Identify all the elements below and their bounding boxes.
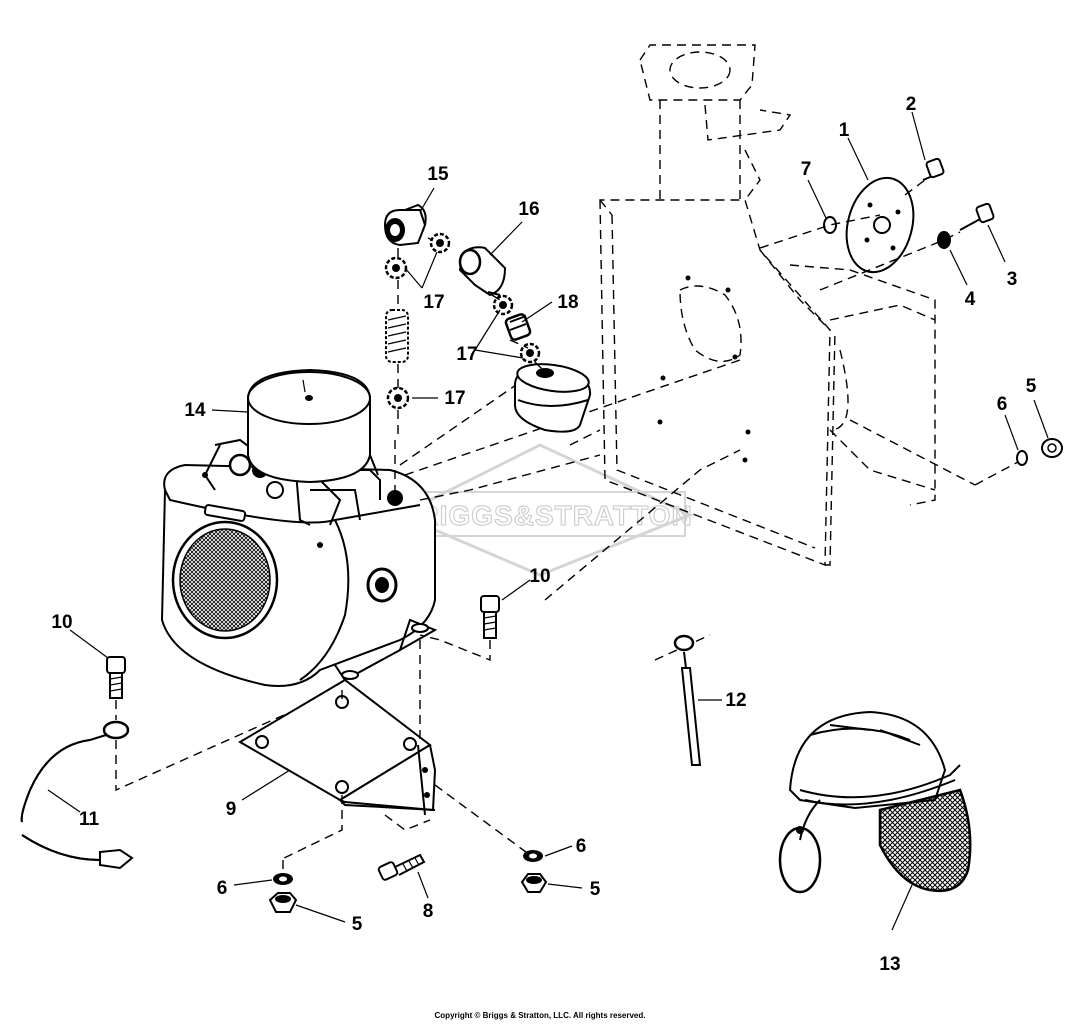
nut-5-right [1041,438,1063,458]
callout-3: 3 [1007,269,1018,290]
battery-cable-12 [654,634,711,766]
lock-washer-4 [937,231,951,249]
safety-helmet-13 [778,710,972,894]
ground-cable-11 [20,720,134,870]
callout-6-right: 6 [997,394,1008,415]
callout-12: 12 [725,690,746,711]
callout-1: 1 [839,120,850,141]
bolt-3 [959,202,995,231]
leader-lines [47,111,1049,931]
callout-5-right: 5 [1026,376,1037,397]
callout-18: 18 [557,292,578,313]
breather-cap [514,363,592,433]
screw-2 [922,157,945,181]
nipple-18 [504,313,532,341]
callout-7: 7 [801,159,812,180]
callout-17-top: 17 [423,292,444,313]
nut-5-center [520,873,548,893]
callout-11: 11 [79,809,100,830]
watermark-logo: BRIGGS&STRATTON [396,443,694,577]
callout-17-middle: 17 [456,344,477,365]
mounting-bracket-9 [238,678,437,816]
callout-5-center: 5 [590,879,601,900]
callout-17-bottom: 17 [444,388,465,409]
copyright-notice: Copyright © Briggs & Stratton, LLC. All … [434,1011,646,1020]
callout-5-left: 5 [352,914,363,935]
callout-10-right: 10 [529,566,550,587]
flange-plate [845,176,915,274]
callout-8: 8 [423,901,434,922]
callout-2: 2 [906,94,917,115]
bolt-10-right [480,595,500,639]
elbow-fitting-15 [383,203,427,247]
blower-housing [599,44,976,567]
callout-14: 14 [184,400,206,421]
callout-9: 9 [226,799,237,820]
washer-7 [823,216,837,234]
lock-washer-6-right [1016,450,1028,466]
star-washer-17-e [386,386,410,410]
threaded-nipple [385,309,409,363]
callout-4: 4 [965,289,976,310]
callout-13: 13 [879,954,900,975]
star-washer-17-d [519,342,541,364]
bolt-10-left [106,656,126,699]
watermark-text: BRIGGS&STRATTON [397,500,693,531]
star-washer-17-a [429,232,451,254]
star-washer-17-c [492,294,514,316]
callout-15: 15 [427,164,449,185]
callout-6-center: 6 [576,836,587,857]
bolt-8 [377,853,426,881]
nut-5-left [268,892,298,913]
callout-16: 16 [518,199,539,220]
callout-10-left: 10 [51,612,72,633]
star-washer-17-b [384,256,408,280]
engine [160,368,438,687]
callout-6-left: 6 [217,878,228,899]
elbow-fitting-16 [458,246,507,297]
